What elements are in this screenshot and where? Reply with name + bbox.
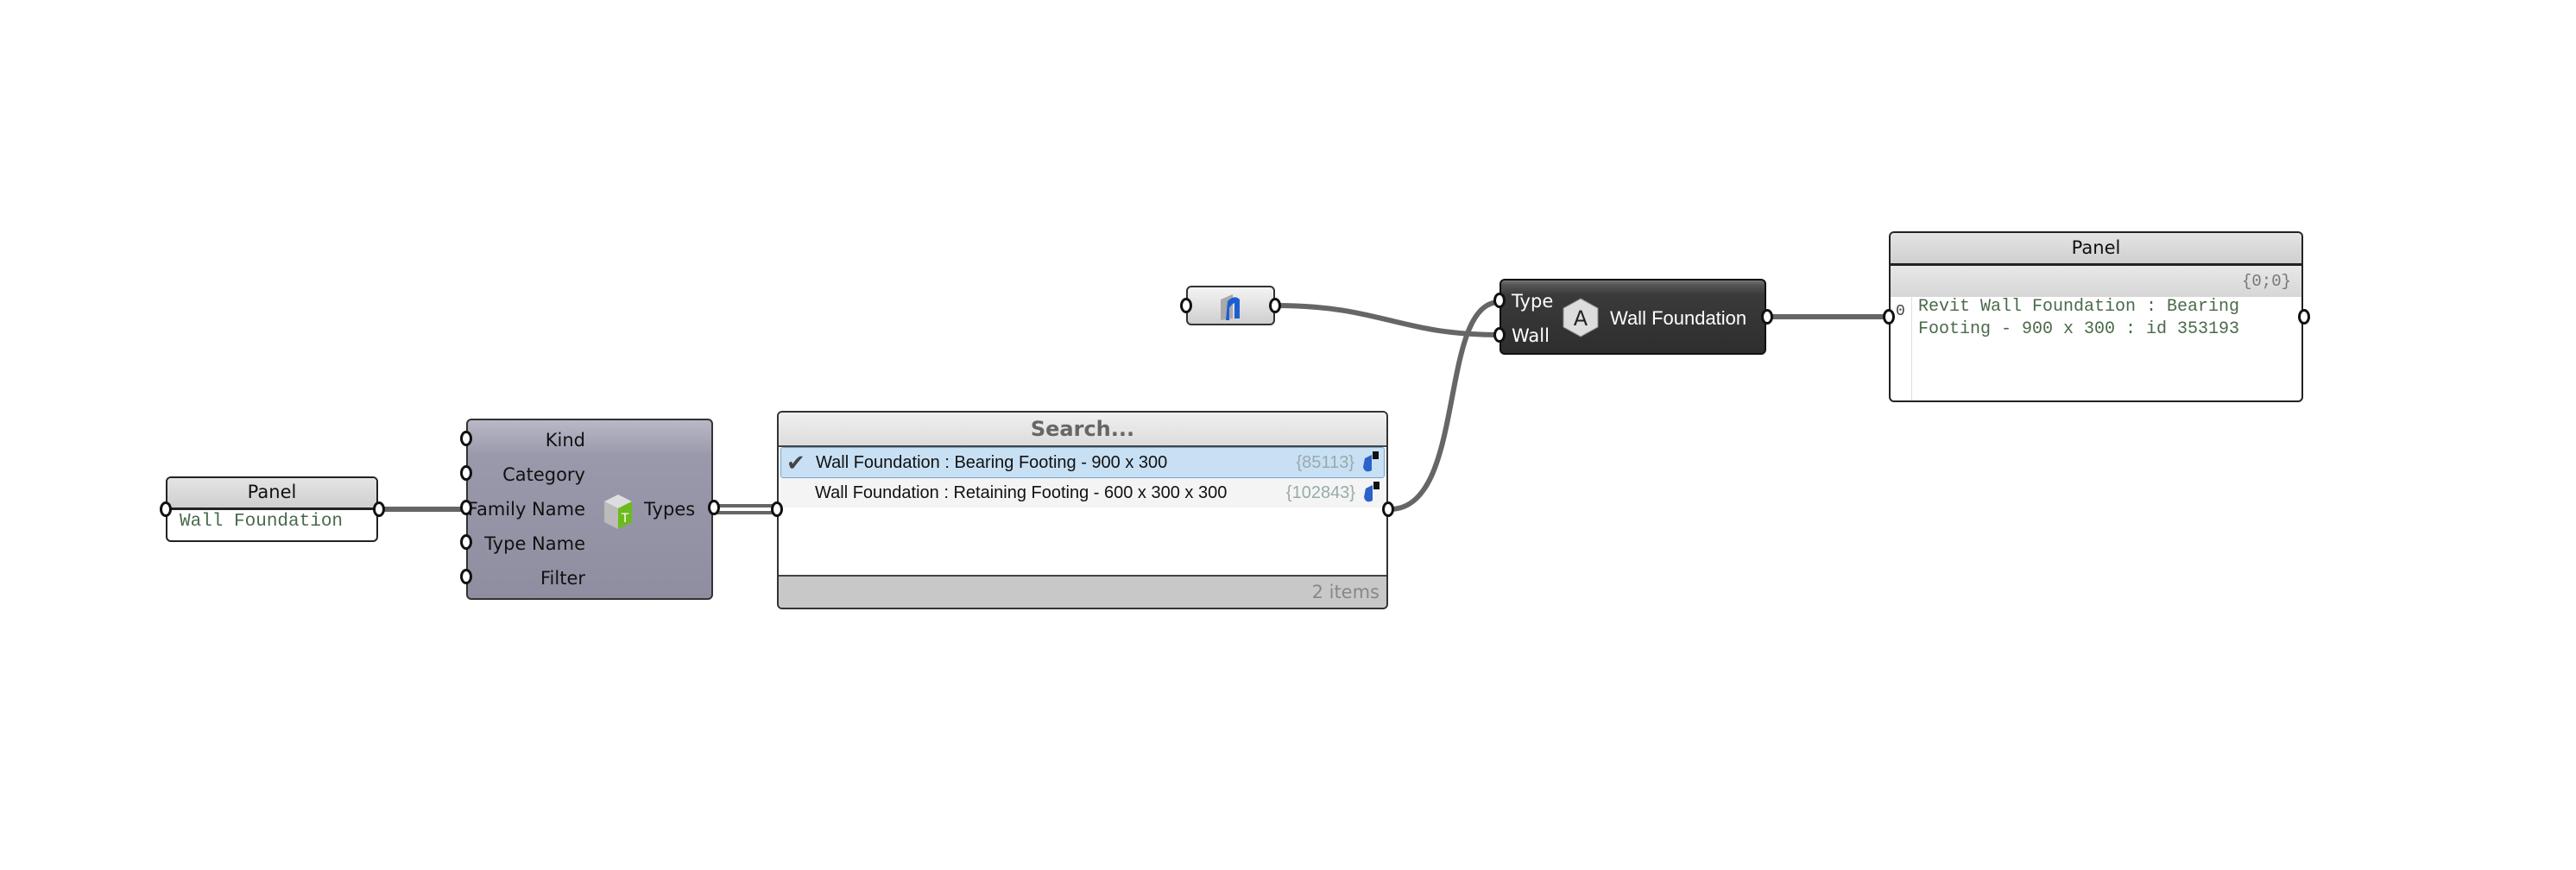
input-type: Type — [1512, 291, 1554, 312]
revit-type-icon — [1363, 451, 1379, 472]
svg-text:T: T — [621, 512, 629, 526]
wall-foundation-component[interactable]: Type Wall A Wall Foundation — [1500, 279, 1766, 355]
input-filter: Filter — [540, 568, 585, 589]
panel-title: Panel — [167, 478, 376, 510]
grip-wall[interactable] — [1493, 327, 1506, 343]
input-family-name: Family Name — [467, 499, 585, 520]
revit-type-icon — [1364, 482, 1380, 502]
panel-value[interactable]: Wall Foundation — [180, 512, 344, 532]
hexagon-a-icon: A — [1562, 298, 1600, 337]
list-output-grip[interactable] — [1382, 501, 1394, 517]
grip-foundation-output[interactable] — [1761, 309, 1773, 325]
input-wall: Wall — [1512, 325, 1550, 346]
panel-output-grip[interactable] — [373, 501, 385, 517]
wall-parameter[interactable] — [1186, 286, 1275, 325]
grip-filter[interactable] — [460, 569, 472, 584]
data-path: {0;0} — [1891, 266, 2301, 297]
grip-type[interactable] — [1493, 293, 1506, 308]
item-index: 0 — [1896, 303, 1905, 320]
output-line-1: Revit Wall Foundation : Bearing — [1918, 297, 2240, 317]
wire-list-to-type — [1389, 299, 1500, 512]
component-title: Wall Foundation — [1610, 307, 1747, 329]
item-count: 2 items — [779, 575, 1386, 608]
element-types-component[interactable]: Kind Category Family Name Type Name Filt… — [466, 419, 713, 600]
revit-wall-icon — [1221, 294, 1240, 320]
item-id: {102843} — [1285, 483, 1355, 502]
item-id: {85113} — [1296, 453, 1355, 472]
input-type-name: Type Name — [484, 533, 585, 554]
grip-category[interactable] — [460, 465, 472, 481]
list-item[interactable]: ✔ Wall Foundation : Bearing Footing - 90… — [780, 447, 1385, 478]
wall-param-output-grip[interactable] — [1269, 298, 1281, 313]
panel-output-output-grip[interactable] — [2298, 309, 2310, 325]
panel-output-input-grip[interactable] — [1883, 309, 1895, 325]
type-value-list[interactable]: Search... ✔ Wall Foundation : Bearing Fo… — [777, 411, 1388, 609]
wire-types-to-list — [715, 504, 777, 514]
svg-text:A: A — [1574, 306, 1588, 331]
input-category: Category — [502, 464, 585, 485]
panel-input-grip[interactable] — [160, 501, 172, 517]
panel-wall-foundation[interactable]: Panel Wall Foundation — [166, 476, 378, 542]
search-field[interactable]: Search... — [779, 413, 1386, 447]
grip-types-output[interactable] — [708, 500, 720, 515]
item-label: Wall Foundation : Bearing Footing - 900 … — [816, 453, 1168, 472]
checkmark-icon: ✔ — [786, 450, 805, 476]
list-item[interactable]: Wall Foundation : Retaining Footing - 60… — [780, 478, 1385, 508]
grip-family-name[interactable] — [460, 500, 472, 515]
panel-title: Panel — [1891, 233, 2301, 266]
grip-type-name[interactable] — [460, 534, 472, 550]
wire-wall-param-to-wall — [1275, 303, 1500, 337]
index-gutter: 0 — [1891, 294, 1912, 400]
panel-output[interactable]: Panel {0;0} 0 Revit Wall Foundation : Be… — [1889, 231, 2303, 402]
input-kind: Kind — [545, 430, 585, 451]
element-type-icon: T — [604, 495, 632, 529]
grip-kind[interactable] — [460, 431, 472, 446]
list-input-grip[interactable] — [771, 501, 783, 517]
item-label: Wall Foundation : Retaining Footing - 60… — [815, 483, 1228, 502]
wall-param-input-grip[interactable] — [1180, 298, 1192, 313]
output-types: Types — [644, 499, 696, 520]
output-line-2: Footing - 900 x 300 : id 353193 — [1918, 319, 2240, 339]
